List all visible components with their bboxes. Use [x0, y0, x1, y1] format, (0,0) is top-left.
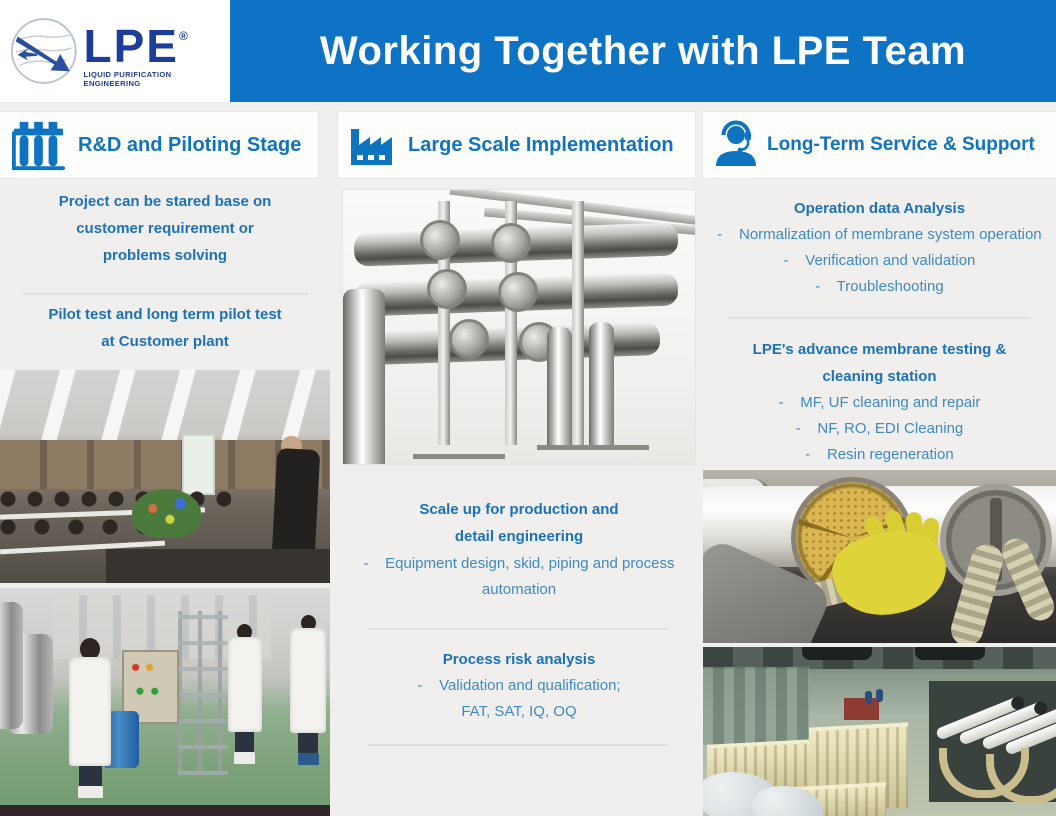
technician-figure [227, 624, 262, 765]
technician-figure [290, 615, 327, 766]
red-container [844, 697, 880, 720]
lpe-logo: LPE® LIQUID PURIFICATION ENGINEERING [0, 0, 230, 102]
pilot-plant-lab-photo [0, 588, 330, 816]
photo-bottom-edge [0, 805, 330, 816]
column-title-rd-piloting: R&D and Piloting Stage [78, 133, 302, 156]
membrane-element-factory-photo [703, 647, 1056, 816]
production-machines [703, 667, 809, 745]
support-agent-icon [716, 120, 756, 166]
bullets-scale-up: - Equipment design, skid, piping and pro… [343, 551, 695, 603]
projection-screen [181, 433, 216, 496]
pilot-skid-frame [178, 610, 228, 775]
heading-line: Operation data Analysis [793, 200, 966, 217]
column-title-service-support: Long-Term Service & Support [767, 134, 1035, 155]
divider [22, 293, 308, 295]
cartridge-housing [547, 327, 572, 451]
cartridge-housing [589, 321, 615, 451]
bullet-line: - Verification and validation [783, 252, 976, 269]
technician-figure [69, 638, 112, 799]
bullet-line: - Equipment design, skid, piping and pro… [363, 555, 675, 572]
front-desk [105, 548, 330, 583]
factory-icon [351, 129, 392, 165]
stainless-membrane-skid-photo [343, 190, 695, 464]
logo-tagline: LIQUID PURIFICATION ENGINEERING [83, 70, 172, 88]
statement-pilot-test: Pilot test and long term pilot test at C… [0, 301, 330, 355]
page-title: Working Together with LPE Team [319, 28, 967, 73]
ceiling-fixture [914, 647, 985, 660]
heading-line: cleaning station [822, 368, 937, 385]
test-tubes-icon [11, 121, 65, 171]
column-header-rd-piloting: R&D and Piloting Stage [0, 112, 318, 178]
flange [490, 222, 531, 263]
vertical-pipe [571, 200, 584, 445]
logo-wordmark-row: LPE® [84, 14, 230, 69]
logo-wordmark: LPE [83, 20, 179, 72]
vertical-pipe [438, 200, 451, 445]
ceiling-fixture [801, 647, 872, 660]
flange [448, 318, 489, 359]
heading-line: Scale up for production and [419, 501, 619, 518]
heading-operation-data: Operation data Analysis [703, 195, 1056, 222]
membrane-module-cleaning-photo [703, 470, 1056, 643]
flange [420, 220, 461, 261]
divider [368, 744, 668, 746]
column-title-large-scale: Large Scale Implementation [408, 133, 674, 156]
column-header-large-scale: Large Scale Implementation [338, 112, 695, 178]
bullets-operation-data: - Normalization of membrane system opera… [703, 222, 1056, 300]
winding-machine-rack [928, 680, 1056, 804]
bullet-line: - Normalization of membrane system opera… [717, 226, 1042, 243]
hanging-hose [986, 753, 1056, 804]
divider [368, 628, 668, 630]
worker-figure [865, 690, 873, 704]
stainless-tank [0, 601, 24, 730]
bullet-line: FAT, SAT, IQ, OQ [461, 703, 577, 720]
divider [728, 317, 1030, 319]
logo-text: LPE® LIQUID PURIFICATION ENGINEERING [84, 14, 230, 88]
statement-line: customer requirement or [76, 220, 254, 237]
statement-line: Pilot test and long term pilot test [48, 306, 282, 323]
factory-ceiling [703, 647, 1056, 669]
column-header-service-support: Long-Term Service & Support [703, 112, 1056, 178]
bullet-line: - Resin regeneration [805, 446, 954, 463]
flange [427, 269, 468, 310]
statement-line: Project can be stared base on [58, 193, 272, 210]
statement-line: problems solving [102, 247, 228, 264]
bullet-line: - Troubleshooting [815, 278, 944, 295]
heading-scale-up: Scale up for production and detail engin… [343, 496, 695, 550]
flower-bouquet [132, 489, 202, 539]
seminar-classroom-photo [0, 370, 330, 583]
bullet-line: - NF, RO, EDI Cleaning [795, 420, 964, 437]
flange [497, 272, 538, 313]
heading-line: LPE's advance membrane testing & [752, 341, 1007, 358]
bullet-line: - MF, UF cleaning and repair [778, 394, 981, 411]
bullets-process-risk: - Validation and qualification; FAT, SAT… [343, 673, 695, 725]
registered-mark: ® [179, 29, 190, 43]
heading-testing-station: LPE's advance membrane testing & cleanin… [703, 336, 1056, 390]
ceiling-lights [0, 370, 330, 441]
statement-project-start: Project can be stared base on customer r… [0, 188, 330, 269]
bullet-line: automation [481, 581, 557, 598]
heading-line: Process risk analysis [442, 651, 596, 668]
heading-line: detail engineering [454, 528, 584, 545]
bullets-testing-station: - MF, UF cleaning and repair - NF, RO, E… [703, 390, 1056, 468]
heading-process-risk: Process risk analysis [343, 646, 695, 673]
statement-line: at Customer plant [101, 333, 229, 350]
title-banner: Working Together with LPE Team [230, 0, 1056, 102]
skid-base [536, 445, 650, 451]
worker-figure [875, 689, 883, 703]
control-panel [122, 649, 179, 725]
lpe-globe-icon [10, 18, 77, 84]
cartridge-housing [343, 288, 386, 464]
bullet-line: - Validation and qualification; [417, 677, 621, 694]
skid-base [413, 453, 505, 459]
